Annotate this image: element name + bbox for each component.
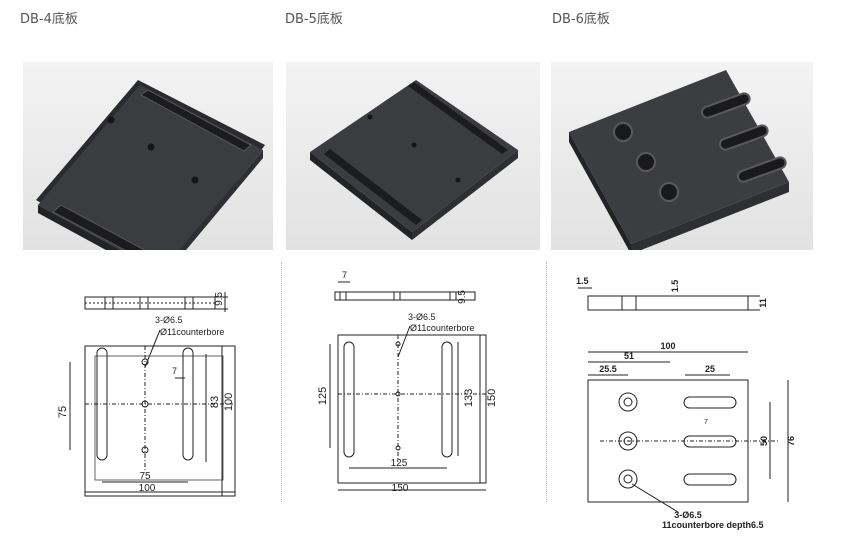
dim-height-right-inner: 133 — [463, 389, 475, 407]
note-holes: 3-Ø6.5 — [674, 510, 702, 520]
dim-height-left: 75 — [57, 406, 69, 418]
drawing-db4: 9.5 3-Ø6.5 Ø11counterbore 7 75 83 100 75… — [50, 262, 250, 538]
dim-height-left: 125 — [317, 387, 329, 405]
note-holes: 3-Ø6.5 — [408, 312, 436, 322]
plate-image-db6 — [569, 70, 789, 250]
dim-width-outer: 100 — [139, 483, 156, 494]
dim-width-25-5: 25.5 — [599, 364, 617, 374]
dim-width-25: 25 — [705, 364, 715, 374]
product-photo-db5 — [286, 62, 540, 250]
column-divider — [281, 262, 282, 502]
dim-height-50: 50 — [759, 436, 769, 446]
dim-height-right-outer: 100 — [223, 393, 235, 411]
dim-height-right-outer: 150 — [486, 389, 498, 407]
dim-top-width: 7 — [342, 270, 347, 280]
product-photo-db6 — [551, 62, 813, 250]
dim-side-left: 1.5 — [576, 276, 589, 286]
product-photo-db4 — [23, 62, 273, 250]
product-title-db6: DB-6底板 — [552, 12, 610, 27]
dim-width-inner: 125 — [391, 458, 408, 469]
plate-image-db4 — [36, 80, 265, 250]
dim-thickness: 9.5 — [457, 290, 468, 304]
dim-side-right: 1.5 — [670, 280, 680, 293]
dim-width-inner: 75 — [139, 471, 151, 482]
dim-slot-mark: 7 — [704, 419, 708, 426]
column-divider — [546, 262, 547, 502]
product-title-db4: DB-4底板 — [20, 12, 78, 27]
plate-image-db5 — [310, 80, 518, 240]
dim-thickness: 11 — [758, 298, 768, 308]
dim-width-total: 100 — [660, 341, 675, 351]
product-title-db5: DB-5底板 — [285, 12, 343, 27]
drawing-db6: 1.5 1.5 11 100 51 25.5 25 7 50 76 3-Ø6.5 — [570, 262, 800, 538]
dim-height-76: 76 — [786, 436, 796, 446]
dim-thickness: 9.5 — [214, 292, 225, 306]
drawing-db5: 7 9.5 3-Ø6.5 Ø11counterbore 125 133 150 … — [310, 262, 510, 538]
note-counterbore: 11counterbore depth6.5 — [662, 520, 764, 530]
dim-width-outer: 150 — [392, 483, 409, 494]
dim-slot-width: 7 — [172, 366, 177, 376]
dim-height-right-inner: 83 — [209, 396, 221, 408]
note-counterbore: Ø11counterbore — [160, 327, 224, 337]
dim-width-51: 51 — [624, 351, 634, 361]
note-counterbore: Ø11counterbore — [410, 323, 474, 333]
note-holes: 3-Ø6.5 — [155, 315, 183, 325]
